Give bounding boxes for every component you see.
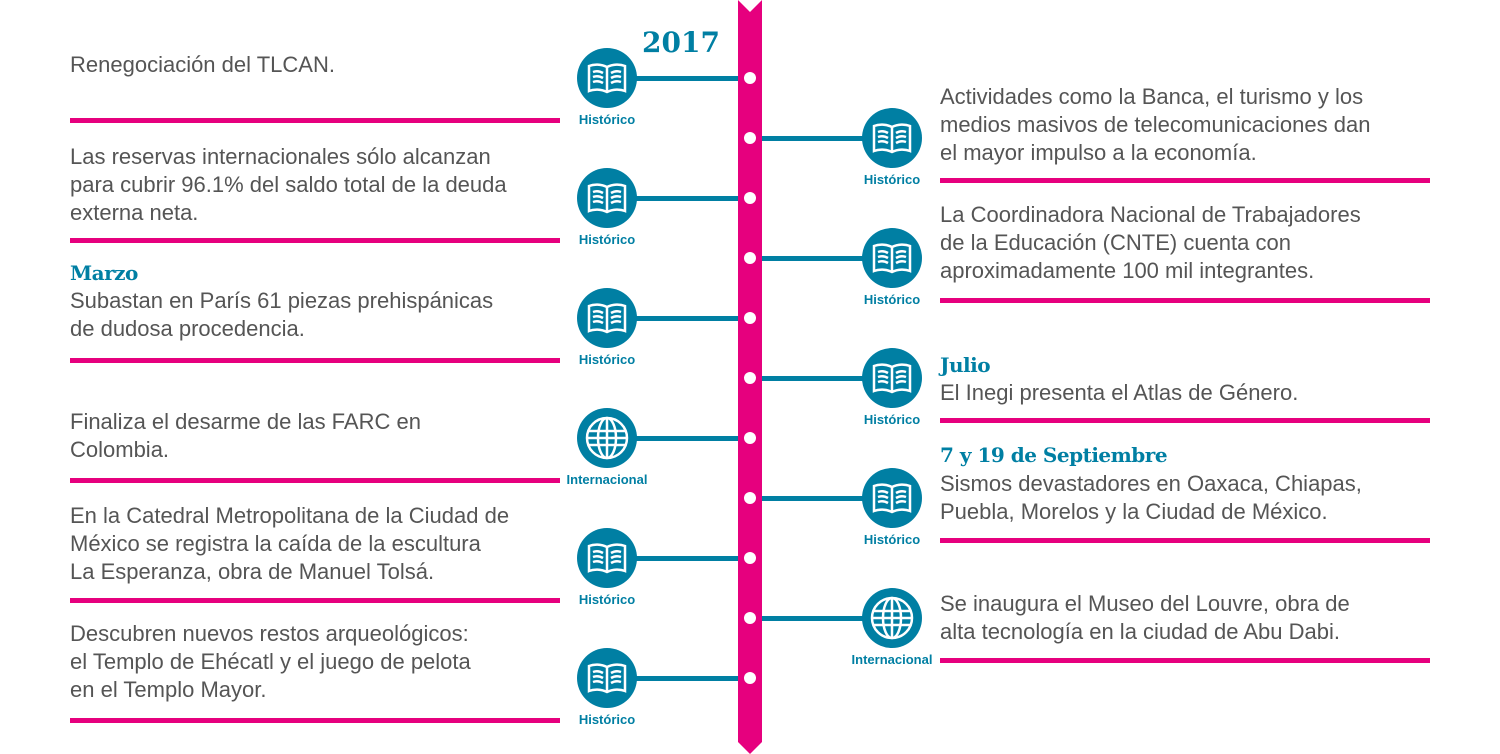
category-label: Internacional <box>851 652 933 667</box>
divider-rule <box>940 298 1430 303</box>
connector-line <box>607 436 738 441</box>
divider-rule <box>70 238 560 243</box>
timeline-dot <box>744 552 756 564</box>
book-icon <box>577 528 637 588</box>
event-text-line: México se registra la caída de la escult… <box>70 531 481 556</box>
event-text-line: en el Templo Mayor. <box>70 677 267 702</box>
divider-rule <box>940 538 1430 543</box>
event-date-heading: 7 y 19 de Septiembre <box>940 443 1168 467</box>
event-text-line: Las reservas internacionales sólo alcanz… <box>70 144 491 169</box>
event-text-line: En la Catedral Metropolitana de la Ciuda… <box>70 503 510 528</box>
event-description: En la Catedral Metropolitana de la Ciuda… <box>70 502 560 586</box>
timeline-dot <box>744 252 756 264</box>
book-icon <box>862 228 922 288</box>
event-text-line: Descubren nuevos restos arqueológicos: <box>70 621 469 646</box>
timeline-dot <box>744 192 756 204</box>
year-label: 2017 <box>642 26 720 59</box>
event-text-line: El Inegi presenta el Atlas de Género. <box>940 380 1299 405</box>
event-description: Actividades como la Banca, el turismo y … <box>940 83 1430 167</box>
event-description: Descubren nuevos restos arqueológicos: el… <box>70 620 560 704</box>
timeline-dot <box>744 372 756 384</box>
event-text-line: medios masivos de telecomunicaciones dan <box>940 112 1371 137</box>
globe-icon <box>577 408 637 468</box>
event-text-line: aproximadamente 100 mil integrantes. <box>940 258 1315 283</box>
category-label: Internacional <box>566 472 648 487</box>
book-icon <box>862 108 922 168</box>
book-icon <box>577 648 637 708</box>
timeline-dot <box>744 72 756 84</box>
connector-line <box>762 496 892 501</box>
connector-line <box>607 196 738 201</box>
event-text-line: Se inaugura el Museo del Louvre, obra de <box>940 591 1350 616</box>
timeline-dot <box>744 432 756 444</box>
event-description: Subastan en París 61 piezas prehispánica… <box>70 287 560 343</box>
connector-line <box>762 136 892 141</box>
divider-rule <box>940 178 1430 183</box>
connector-line <box>762 616 892 621</box>
category-label: Histórico <box>578 592 636 607</box>
event-text-line: Renegociación del TLCAN. <box>70 52 335 77</box>
event-text-line: Sismos devastadores en Oaxaca, Chiapas, <box>940 471 1362 496</box>
book-icon <box>577 48 637 108</box>
event-description: Se inaugura el Museo del Louvre, obra de… <box>940 590 1430 646</box>
event-text-line: Subastan en París 61 piezas prehispánica… <box>70 288 494 313</box>
event-date-heading: Marzo <box>70 261 138 285</box>
event-text-line: el mayor impulso a la economía. <box>940 140 1257 165</box>
event-text-line: alta tecnología en la ciudad de Abu Dabi… <box>940 619 1340 644</box>
book-icon <box>862 348 922 408</box>
event-description: Las reservas internacionales sólo alcanz… <box>70 143 560 227</box>
divider-rule <box>70 718 560 723</box>
category-label: Histórico <box>863 292 921 307</box>
category-label: Histórico <box>578 712 636 727</box>
divider-rule <box>70 118 560 123</box>
category-label: Histórico <box>578 112 636 127</box>
event-description: Renegociación del TLCAN. <box>70 51 560 79</box>
category-label: Histórico <box>863 532 921 547</box>
globe-icon <box>862 588 922 648</box>
event-description: Sismos devastadores en Oaxaca, Chiapas, P… <box>940 470 1430 526</box>
event-description: La Coordinadora Nacional de Trabajadores… <box>940 201 1430 285</box>
divider-rule <box>70 358 560 363</box>
event-text-line: Actividades como la Banca, el turismo y … <box>940 84 1364 109</box>
event-text-line: externa neta. <box>70 200 199 225</box>
category-label: Histórico <box>578 352 636 367</box>
connector-line <box>607 556 738 561</box>
event-text-line: Puebla, Morelos y la Ciudad de México. <box>940 499 1328 524</box>
event-text-line: Finaliza el desarme de las FARC en <box>70 409 421 434</box>
timeline-dot <box>744 672 756 684</box>
timeline-dot <box>744 312 756 324</box>
event-description: El Inegi presenta el Atlas de Género. <box>940 379 1430 407</box>
event-text-line: de la Educación (CNTE) cuenta con <box>940 230 1291 255</box>
divider-rule <box>70 598 560 603</box>
category-label: Histórico <box>578 232 636 247</box>
event-text-line: La Esperanza, obra de Manuel Tolsá. <box>70 559 435 584</box>
event-text-line: el Templo de Ehécatl y el juego de pelot… <box>70 649 471 674</box>
divider-rule <box>940 418 1430 423</box>
connector-line <box>762 376 892 381</box>
event-text-line: La Coordinadora Nacional de Trabajadores <box>940 202 1361 227</box>
event-date-heading: Julio <box>940 353 991 377</box>
category-label: Histórico <box>863 172 921 187</box>
book-icon <box>862 468 922 528</box>
timeline-dot <box>744 492 756 504</box>
event-text-line: de dudosa procedencia. <box>70 316 305 341</box>
timeline-dot <box>744 132 756 144</box>
divider-rule <box>70 478 560 483</box>
event-description: Finaliza el desarme de las FARC en Colomb… <box>70 408 560 464</box>
event-text-line: Colombia. <box>70 437 170 462</box>
book-icon <box>577 288 637 348</box>
divider-rule <box>940 658 1430 663</box>
category-label: Histórico <box>863 412 921 427</box>
book-icon <box>577 168 637 228</box>
connector-line <box>607 76 738 81</box>
connector-line <box>607 316 738 321</box>
connector-line <box>607 676 738 681</box>
timeline-dot <box>744 612 756 624</box>
event-text-line: para cubrir 96.1% del saldo total de la … <box>70 172 507 197</box>
connector-line <box>762 256 892 261</box>
